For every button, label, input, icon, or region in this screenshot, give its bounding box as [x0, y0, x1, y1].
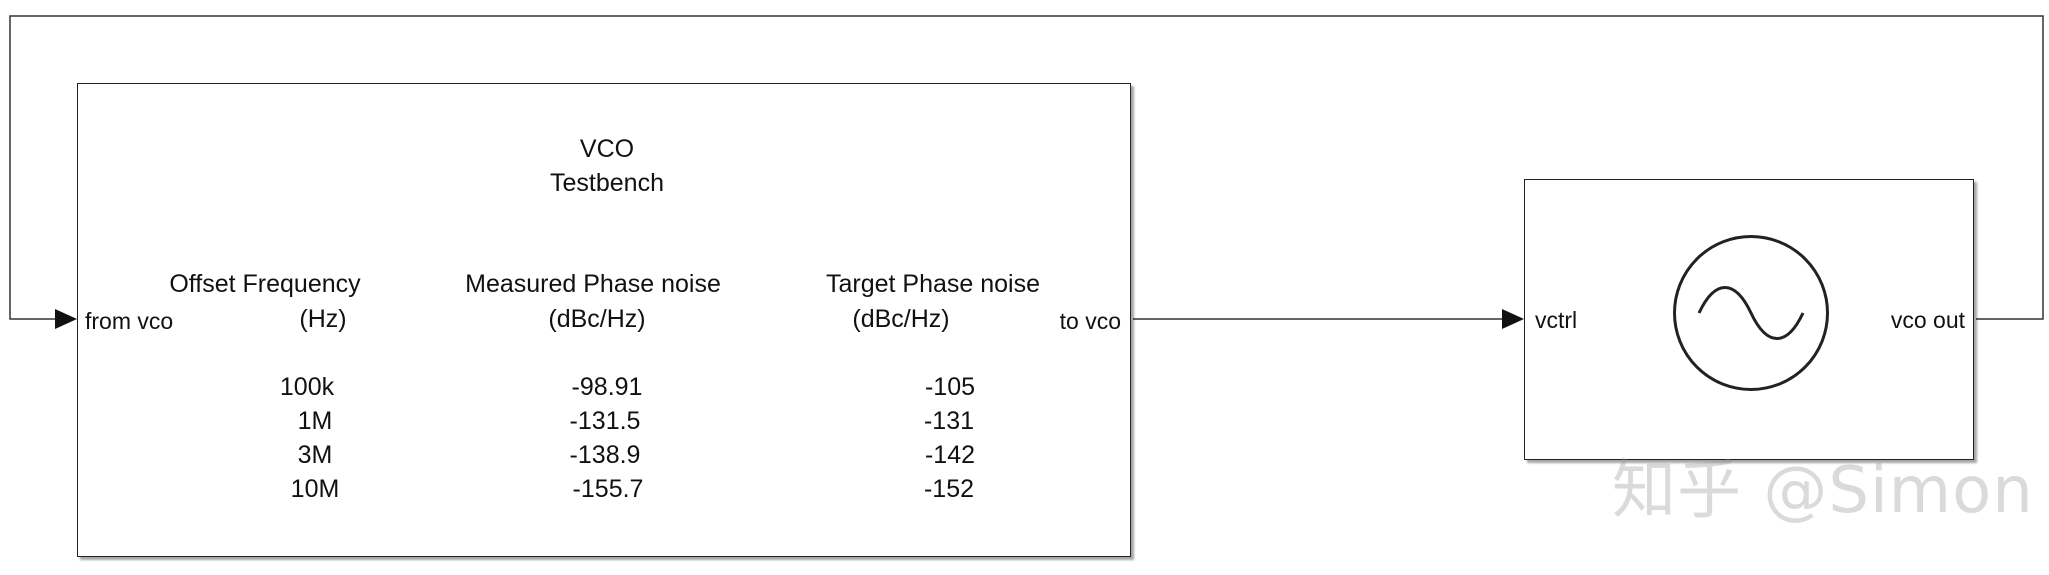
table-row-target: -105: [924, 373, 976, 401]
offset-frequency-header: Offset Frequency: [169, 270, 361, 298]
table-row-measured: -98.91: [571, 373, 643, 401]
feedback-wire[interactable]: [9, 15, 2044, 320]
table-row-measured: -155.7: [572, 475, 644, 503]
vco-testbench-block[interactable]: VCO Testbench Offset Frequency (Hz) Meas…: [77, 83, 1131, 557]
testbench-input-arrow: [55, 309, 77, 329]
vco-input-arrow: [1502, 309, 1524, 329]
testbench-title-line2: Testbench: [550, 169, 664, 197]
target-phase-noise-header: Target Phase noise: [825, 270, 1041, 298]
table-row-offset: 1M: [297, 407, 333, 435]
table-row-target: -152: [923, 475, 975, 503]
table-row-target: -142: [924, 441, 976, 469]
port-to-vco[interactable]: to vco: [1059, 308, 1121, 334]
vco-block[interactable]: vctrl vco out: [1524, 179, 1974, 460]
table-row-measured: -138.9: [569, 441, 641, 469]
measured-phase-noise-header: Measured Phase noise: [465, 270, 721, 298]
port-vctrl[interactable]: vctrl: [1535, 307, 1578, 333]
target-phase-noise-unit: (dBc/Hz): [852, 305, 950, 333]
sine-wave-icon: [1697, 286, 1805, 340]
table-row-offset: 100k: [279, 373, 335, 401]
measured-phase-noise-unit: (dBc/Hz): [548, 305, 646, 333]
testbench-title-line1: VCO: [579, 135, 635, 163]
table-row-offset: 10M: [290, 475, 340, 503]
offset-frequency-unit: (Hz): [299, 305, 347, 333]
port-vco-out[interactable]: vco out: [1890, 307, 1965, 333]
table-row-offset: 3M: [297, 441, 333, 469]
table-row-target: -131: [923, 407, 975, 435]
sine-oscillator-icon: [1673, 235, 1829, 391]
watermark-text: 知乎 @Simon: [1612, 454, 2034, 528]
table-row-measured: -131.5: [569, 407, 641, 435]
port-from-vco[interactable]: from vco: [85, 308, 174, 334]
